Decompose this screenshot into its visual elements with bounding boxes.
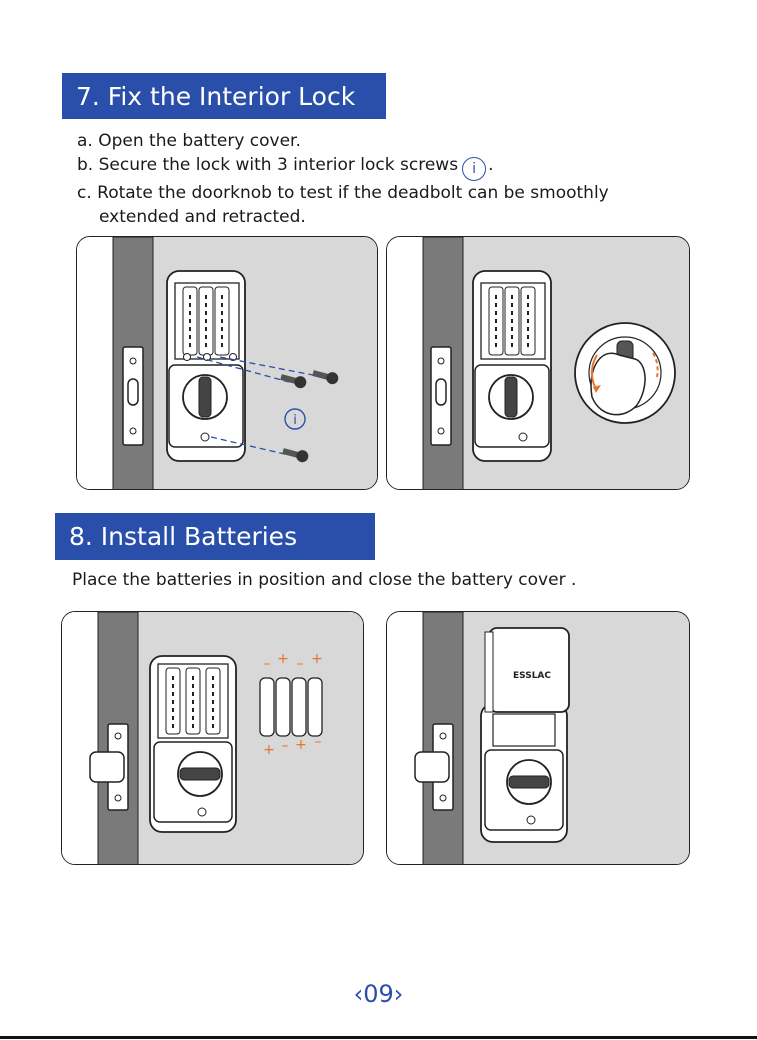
interior-lock-icon [149, 655, 237, 833]
polarity-bottom-1: + [263, 742, 275, 758]
bottom-divider [0, 1036, 757, 1039]
section-7-heading: 7. Fix the Interior Lock [62, 73, 386, 119]
step-b: b. Secure the lock with 3 interior lock … [77, 153, 609, 181]
section-8-title: 8. Install Batteries [69, 522, 298, 551]
info-icon: i [462, 157, 487, 181]
svg-text:i: i [293, 413, 297, 428]
step-b-end: . [488, 155, 494, 175]
interior-lock-icon [166, 270, 246, 462]
battery-icon [259, 677, 323, 737]
section-8-instruction: Place the batteries in position and clos… [72, 570, 577, 590]
strike-plate-icon [430, 346, 452, 446]
polarity-markers: – + – + + – + – [263, 651, 323, 758]
page-number: ‹09› [353, 980, 404, 1008]
section-7-title: 7. Fix the Interior Lock [76, 81, 356, 111]
polarity-top-1: – [264, 656, 271, 672]
illustration-insert-batteries: – + – + + – + – [61, 611, 364, 865]
interior-lock-icon [472, 270, 552, 462]
section-8-heading: 8. Install Batteries [55, 513, 375, 560]
deadbolt-plate-icon [89, 723, 129, 811]
strike-plate-icon [122, 346, 144, 446]
deadbolt-plate-icon [414, 723, 454, 811]
screw-icon [196, 356, 339, 463]
polarity-top-4: + [311, 651, 323, 667]
polarity-top-2: + [277, 651, 289, 667]
polarity-top-3: – [297, 656, 304, 672]
step-b-text: b. Secure the lock with 3 interior lock … [77, 155, 459, 175]
polarity-bottom-4: – [315, 734, 322, 750]
section-7-steps: a. Open the battery cover. b. Secure the… [77, 129, 609, 229]
polarity-bottom-2: – [282, 738, 289, 754]
cover-brand-label: ESSLAC [513, 671, 551, 681]
hand-turning-knob-icon [574, 322, 676, 424]
illustration-secure-screws: i [76, 236, 378, 490]
figure-info-icon: i [284, 408, 306, 430]
illustration-rotate-knob [386, 236, 690, 490]
polarity-bottom-3: + [295, 737, 307, 753]
battery-cover-icon: ESSLAC [484, 627, 570, 713]
step-c: c. Rotate the doorknob to test if the de… [77, 183, 609, 203]
illustration-close-cover: ESSLAC [386, 611, 690, 865]
interior-lock-icon [480, 703, 568, 843]
step-c-continued: extended and retracted. [99, 207, 306, 227]
step-a: a. Open the battery cover. [77, 131, 301, 151]
